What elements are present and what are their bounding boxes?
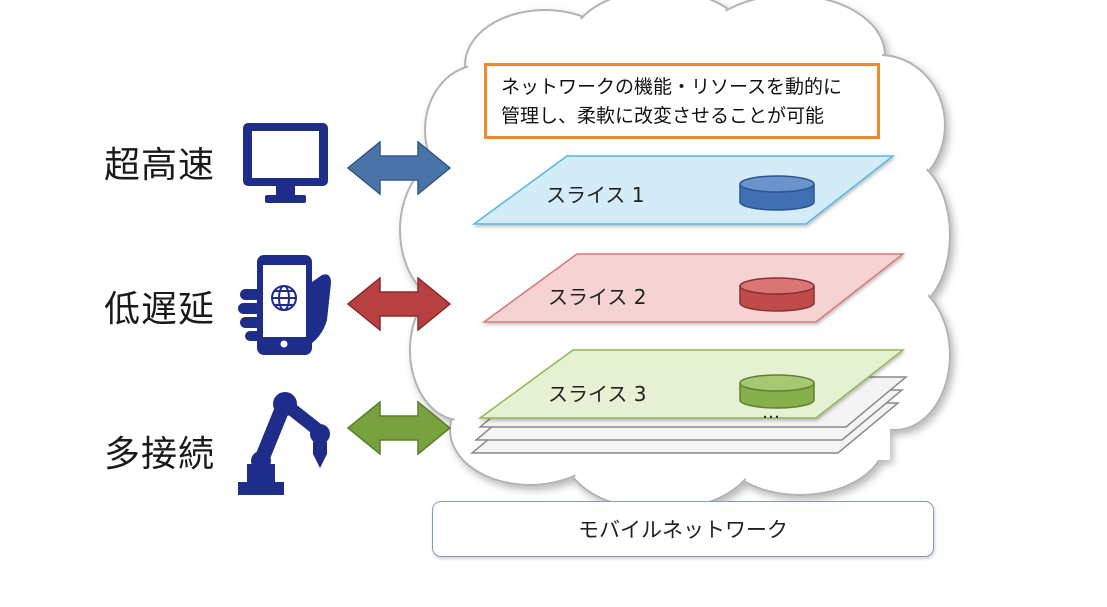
feature-label-low-latency: 低遅延 (104, 289, 216, 330)
slice-3: スライス 3 … (477, 349, 906, 423)
note-line-2: 管理し、柔軟に改変させることが可能 (501, 105, 825, 127)
slice-2-label: スライス 2 (548, 285, 646, 309)
slice-1: スライス 1 (471, 155, 896, 225)
slice-2-database-icon (739, 277, 815, 312)
slice-1-label: スライス 1 (546, 183, 644, 207)
slice-1-database-icon (739, 175, 815, 211)
arrow-massive-connectivity (346, 400, 452, 456)
note-box: ネットワークの機能・リソースを動的に 管理し、柔軟に改変させることが可能 (484, 63, 880, 139)
slice-2: スライス 2 (481, 253, 906, 323)
robot-arm-icon (238, 392, 330, 495)
slice-3-label: スライス 3 (548, 382, 646, 406)
note-line-1: ネットワークの機能・リソースを動的に (501, 76, 843, 98)
ellipsis-label: … (762, 402, 780, 423)
slice-3-database-icon (739, 374, 815, 409)
arrow-low-latency (346, 276, 452, 332)
mobile-network-label: モバイルネットワーク (432, 501, 934, 557)
feature-label-high-speed: 超高速 (104, 145, 216, 186)
smartphone-hand-icon (238, 255, 331, 355)
arrow-high-speed (346, 140, 452, 196)
feature-label-massive-connectivity: 多接続 (104, 434, 216, 475)
monitor-icon (243, 123, 328, 203)
